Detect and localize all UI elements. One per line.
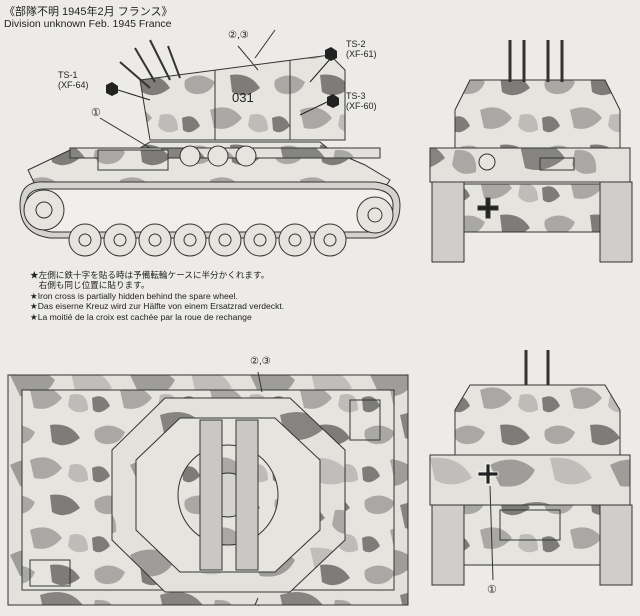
top-view <box>7 371 409 606</box>
paint-label-ts3: TS-3(XF-60) <box>346 91 377 111</box>
scheme-title-english: Division unknown Feb. 1945 France <box>4 18 172 30</box>
balkenkreuz-rear <box>477 463 499 485</box>
front-view <box>429 40 633 263</box>
callout-1-rear: ① <box>487 584 497 596</box>
paint-markers <box>106 47 339 116</box>
note-line: ★Iron cross is partially hidden behind t… <box>30 290 238 301</box>
callout-1-side: ① <box>91 107 101 119</box>
note-line: ★左側に鉄十字を貼る時は予備転輪ケースに半分かくれます。 <box>30 270 270 280</box>
callout-2-3-top: ②,③ <box>250 356 271 367</box>
ts3-marker <box>327 94 339 108</box>
paint-label-ts1: TS-1(XF-64) <box>58 70 89 90</box>
ts2-marker <box>325 47 337 61</box>
decal-notes: ★左側に鉄十字を貼る時は予備転輪ケースに半分かくれます。 右側も同じ位置に貼りま… <box>30 270 284 322</box>
callout-2-3-side: ②,③ <box>228 30 249 41</box>
turret-number: 031 <box>232 90 254 105</box>
scheme-title-japanese: 《部隊不明 1945年2月 フランス》 <box>4 6 173 18</box>
rear-view <box>429 350 633 586</box>
side-view: 031 <box>19 29 401 257</box>
note-line: ★Das eiserne Kreuz wird zur Hälfte von e… <box>30 301 285 312</box>
note-line: ★La moitié de la croix est cachée par la… <box>30 311 252 322</box>
paint-label-ts2: TS-2(XF-61) <box>346 39 377 59</box>
note-line: 右側も同じ位置に貼ります。 <box>30 280 150 291</box>
ts1-marker <box>106 82 118 96</box>
balkenkreuz-front <box>477 197 499 219</box>
